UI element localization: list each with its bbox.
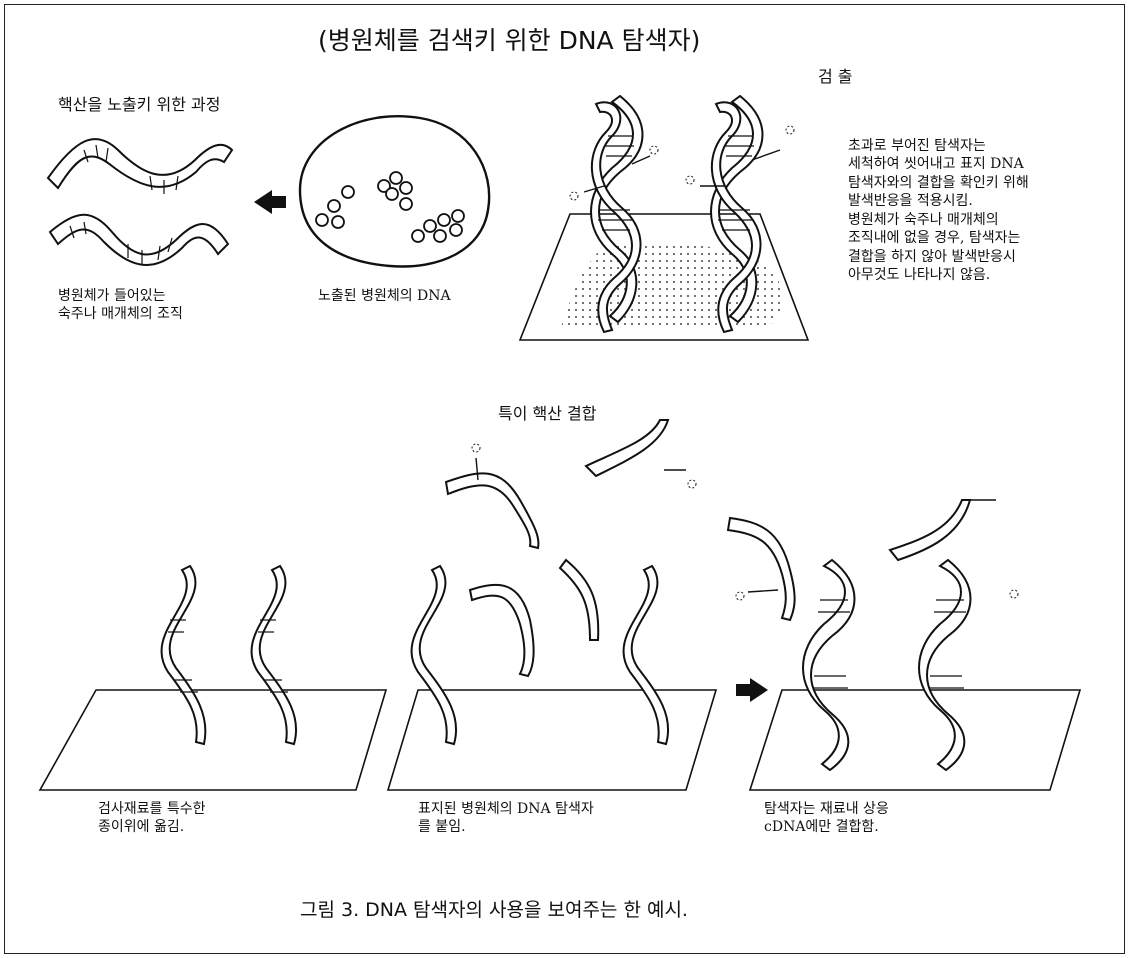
tissue-blob <box>300 116 489 266</box>
single-strand-dna-top <box>48 139 232 194</box>
plate-step3 <box>750 690 1080 790</box>
arrow-left-icon <box>254 190 286 214</box>
single-strand-dna-bottom <box>50 215 228 265</box>
free-probes-step3 <box>728 500 1018 620</box>
labeled-probes <box>446 420 696 676</box>
arrow-right-icon <box>736 678 768 702</box>
detection-plate <box>520 214 808 340</box>
plate-step1 <box>40 690 386 790</box>
